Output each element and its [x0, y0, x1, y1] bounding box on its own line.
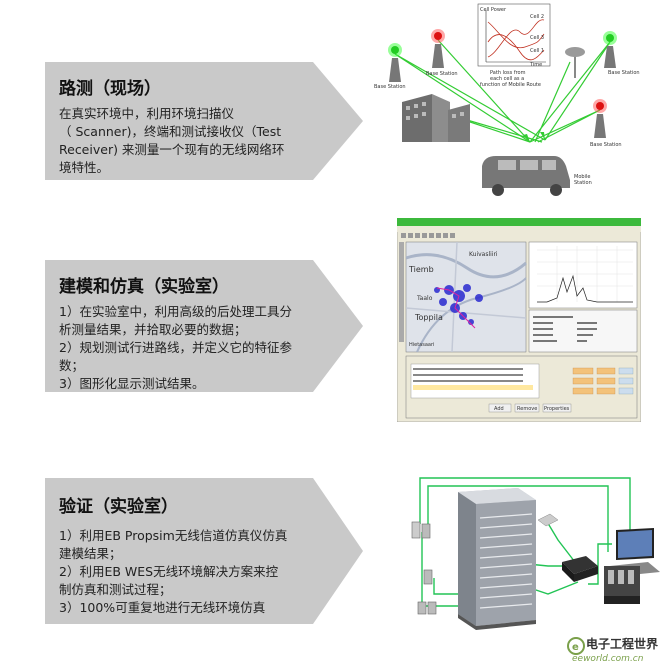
panel-line: 析测量结果，并拾取必要的数据；: [59, 322, 247, 337]
arrow-panel-bg: [45, 62, 363, 180]
title-bar: [397, 218, 641, 226]
panel-line: 建模结果；: [59, 546, 122, 561]
panel-line: 在真实环境中，利用环境扫描仪: [59, 106, 235, 121]
van-icon: Mobile Station: [482, 156, 592, 196]
panel-title: 建模和仿真（实验室）: [59, 277, 229, 297]
panel-line: 制仿真和测试过程；: [59, 582, 172, 597]
panel-line: 数；: [59, 358, 85, 373]
label-base-station: Base Station: [426, 71, 458, 77]
panel-line: 3）100%可重复地进行无线环境仿真: [59, 600, 266, 615]
lab-setup-illustration: [411, 477, 660, 630]
panel-field-test: 路测（现场） 在真实环境中，利用环境扫描仪 （ Scanner)，终端和测试接收…: [45, 62, 365, 180]
watermark: e 电子工程世界 eeworld.com.cn: [566, 632, 662, 666]
field-test-illustration: Base Station Base Station Base Station B…: [374, 3, 640, 196]
toolbar: [401, 233, 455, 238]
add-button[interactable]: [488, 403, 512, 413]
panel-line: 3）图形化显示测试结果。: [59, 376, 205, 391]
map-label: Hietasaari: [409, 342, 434, 348]
channels-pane: Add Remove Properties: [405, 355, 638, 419]
label-cell3: Cell 3: [530, 35, 544, 41]
base-station-icon: Base Station: [426, 29, 458, 77]
tree-icon: [565, 47, 585, 78]
arrow-panel-bg: [45, 478, 363, 624]
base-station-icon: Base Station: [590, 99, 622, 148]
label-cell2: Cell 2: [530, 14, 544, 20]
panel-line: （ Scanner)，终端和测试接收仪（Test: [59, 124, 282, 139]
label-base-station: Base Station: [374, 84, 406, 90]
building-icon: [402, 94, 470, 142]
signal-chart-pane: [528, 241, 638, 309]
watermark-logo: e 电子工程世界 eeworld.com.cn: [567, 636, 658, 664]
label-mobile-station: Station: [574, 180, 592, 186]
map-label: Kuivasliiri: [469, 251, 498, 258]
handset-icon: [411, 521, 437, 615]
panel-line: 2）规划测试行进路线，并定义它的特征参: [59, 340, 292, 355]
controller-box-icon: [537, 513, 559, 527]
panel-line: Receiver) 来测量一个现有的无线网络环: [59, 142, 285, 157]
panel-verification: 验证（实验室） 1）利用EB Propsim无线信道仿真仪仿真 建模结果； 2）…: [45, 478, 365, 624]
label-base-station: Base Station: [590, 142, 622, 148]
wes-unit-icon: [562, 556, 598, 582]
path-loss-graph: Cell Power Cell 2 Cell 3 Cell 1 Time Pat…: [477, 3, 551, 88]
test-phones-icon: [604, 566, 640, 604]
label-mobile-station: Mobile: [574, 174, 590, 180]
label-cell-power: Cell Power: [480, 7, 507, 13]
map-label: Tiemb: [408, 265, 434, 274]
panel-line: 1）利用EB Propsim无线信道仿真仪仿真: [59, 528, 288, 543]
graph-caption: Path loss from: [490, 70, 526, 76]
panel-modeling: 建模和仿真（实验室） 1）在实验室中，利用高级的后处理工具分 析测量结果，并拾取…: [45, 260, 365, 392]
label-base-station: Base Station: [608, 70, 640, 76]
remove-button-label: Remove: [517, 406, 537, 412]
info-pane: [528, 309, 638, 353]
panel-title: 路测（现场）: [59, 79, 161, 99]
label-time: Time: [529, 62, 542, 68]
graph-caption: each cell as a: [490, 76, 524, 82]
dialog-buttons: Add Remove Properties: [488, 403, 572, 413]
watermark-url: eeworld.com.cn: [572, 654, 644, 664]
map-label: Taalo: [416, 295, 433, 302]
base-station-icon: Base Station: [374, 43, 406, 90]
watermark-brand: 电子工程世界: [586, 636, 658, 651]
graph-caption: function of Mobile Route: [480, 82, 541, 88]
properties-button-label: Properties: [544, 406, 570, 412]
properties-button[interactable]: [542, 403, 572, 413]
label-cell1: Cell 1: [530, 48, 544, 54]
arrow-panel-bg: [45, 260, 363, 392]
panel-title: 验证（实验室）: [59, 497, 178, 517]
panel-line: 1）在实验室中，利用高级的后处理工具分: [59, 304, 292, 319]
cable-lines: [419, 477, 631, 607]
add-button-label: Add: [494, 406, 504, 412]
panel-line: 境特性。: [59, 160, 110, 175]
map-view: Tiemb Kuivasliiri Taalo Toppila Hietasaa…: [405, 241, 527, 353]
remove-button[interactable]: [514, 403, 540, 413]
panel-line: 2）利用EB WES无线环境解决方案来控: [59, 564, 279, 579]
channel-emulator-icon: [458, 488, 536, 630]
software-screenshot: Tiemb Kuivasliiri Taalo Toppila Hietasaa…: [397, 218, 641, 422]
base-station-icon: Base Station: [603, 31, 640, 76]
map-label: Toppila: [414, 313, 443, 322]
svg-text:e: e: [572, 642, 579, 653]
